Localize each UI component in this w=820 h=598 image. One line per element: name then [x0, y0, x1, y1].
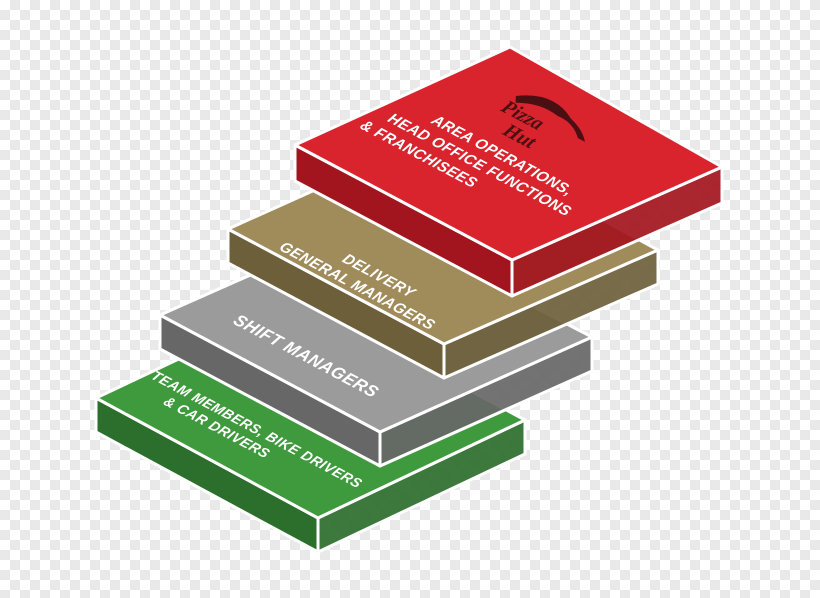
layer-area-operations: Pizza Hut AREA OPERATIONS, HEAD OFFICE F…: [293, 45, 724, 298]
layer-area-operations-top: [293, 45, 724, 262]
roof-icon: [515, 95, 586, 142]
